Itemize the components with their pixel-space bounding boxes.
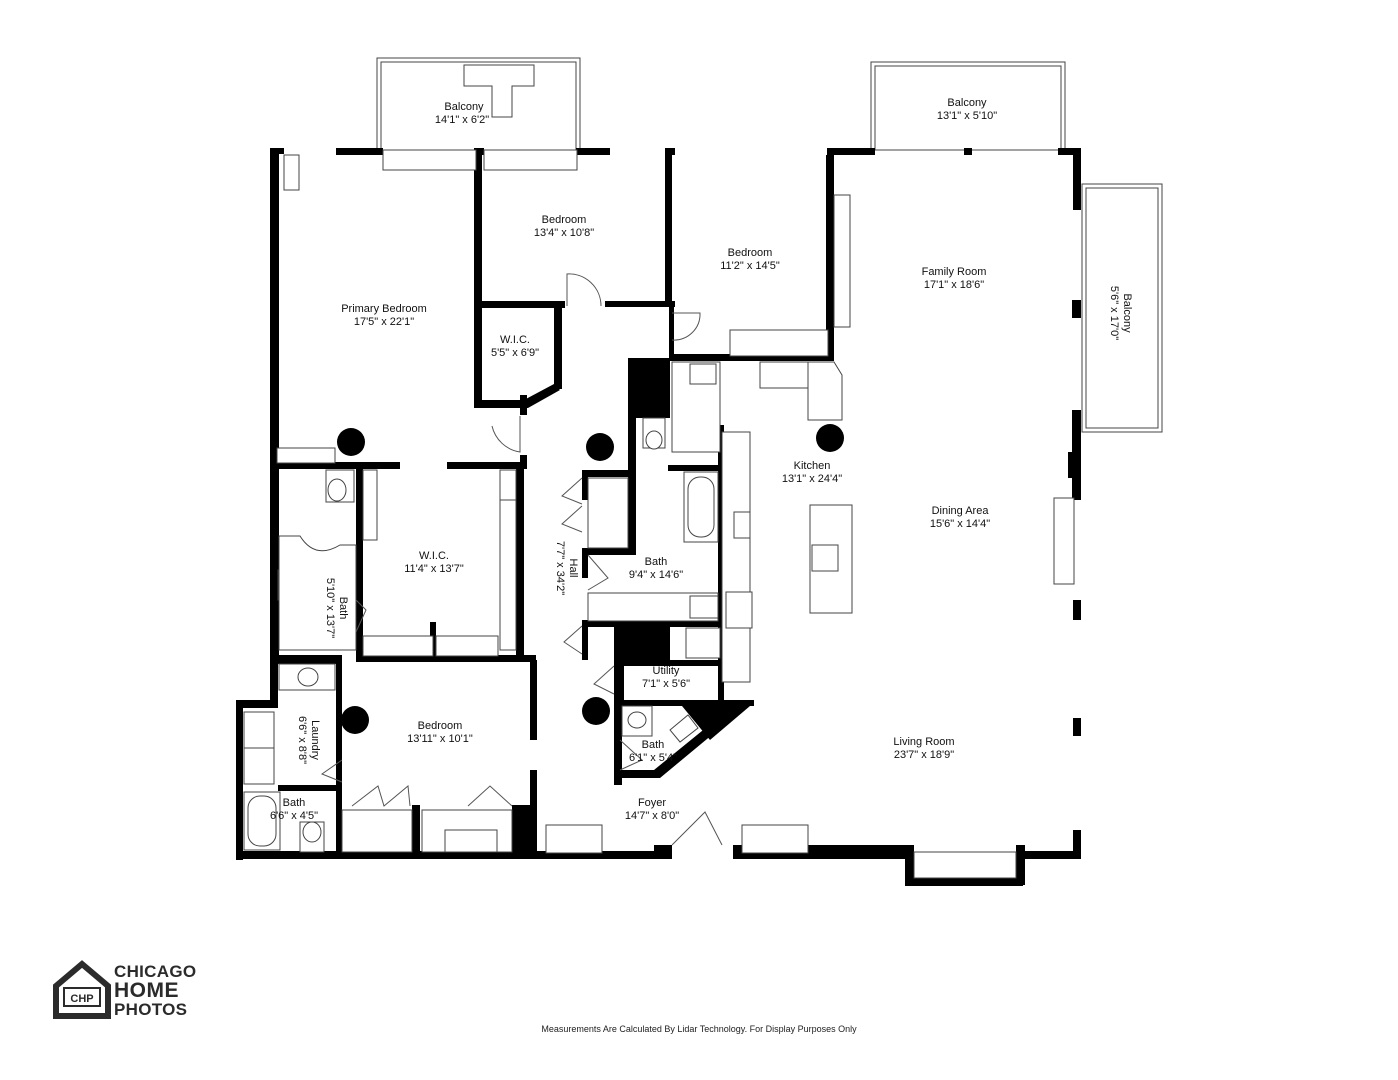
bath-primary-dims: 5'10" x 13'7": [324, 578, 336, 638]
bath-small-dims: 6'1" x 5'4": [629, 752, 677, 764]
marker-dot: [582, 697, 610, 725]
bath-center-name: Bath: [645, 556, 668, 568]
room-labels: Balcony 14'1" x 6'2" Balcony 13'1" x 5'1…: [270, 97, 1133, 822]
balcony-left-dims: 14'1" x 6'2": [435, 114, 489, 126]
kitchen-name: Kitchen: [794, 460, 831, 472]
foyer-name: Foyer: [638, 797, 666, 809]
wic-large-name: W.I.C.: [419, 550, 449, 562]
balcony-right-name: Balcony: [1121, 293, 1133, 333]
logo-line-2: HOME: [114, 979, 179, 1002]
primary-bedroom-name: Primary Bedroom: [341, 303, 427, 315]
logo-mark: CHP: [70, 993, 93, 1005]
living-room-name: Living Room: [893, 736, 954, 748]
balcony-center-dims: 13'1" x 5'10": [937, 110, 997, 122]
house-logo-icon: CHP: [53, 960, 111, 1019]
chicago-home-photos-logo: CHP CHICAGO HOME PHOTOS: [52, 960, 202, 1020]
marker-dot: [337, 428, 365, 456]
wic-large-dims: 11'4" x 13'7": [404, 563, 464, 575]
bedroom-south-name: Bedroom: [418, 720, 463, 732]
logo-line-3: PHOTOS: [114, 1000, 188, 1019]
balcony-right-dims: 5'6" x 17'0": [1108, 286, 1120, 340]
bath-laundry-dims: 6'6" x 4'5": [270, 810, 318, 822]
foyer-dims: 14'7" x 8'0": [625, 810, 679, 822]
marker-dot: [586, 433, 614, 461]
door-swings: [320, 273, 723, 846]
bedroom-north-dims: 13'4" x 10'8": [534, 227, 594, 239]
family-room-dims: 17'1" x 18'6": [924, 279, 984, 291]
balcony-right-outline: [1081, 183, 1163, 433]
kitchen-dims: 13'1" x 24'4": [782, 473, 842, 485]
bedroom-north-name: Bedroom: [542, 214, 587, 226]
bath-primary-name: Bath: [337, 597, 349, 620]
bedroom-east-name: Bedroom: [728, 247, 773, 259]
marker-dot: [341, 706, 369, 734]
utility-dims: 7'1" x 5'6": [642, 678, 690, 690]
bath-laundry-name: Bath: [283, 797, 306, 809]
dining-area-dims: 15'6" x 14'4": [930, 518, 990, 530]
family-room-name: Family Room: [922, 266, 987, 278]
utility-name: Utility: [653, 665, 680, 677]
living-room-dims: 23'7" x 18'9": [894, 749, 954, 761]
primary-bedroom-dims: 17'5" x 22'1": [354, 316, 414, 328]
dining-area-name: Dining Area: [932, 505, 990, 517]
laundry-dims: 6'6" x 8'8": [296, 716, 308, 764]
bedroom-south-dims: 13'11" x 10'1": [407, 733, 473, 745]
fixtures: [243, 149, 1075, 879]
balcony-left-name: Balcony: [444, 101, 484, 113]
bath-small-name: Bath: [642, 739, 665, 751]
balcony-center-name: Balcony: [947, 97, 987, 109]
bedroom-east-dims: 11'2" x 14'5": [720, 260, 780, 272]
disclaimer-text: Measurements Are Calculated By Lidar Tec…: [541, 1024, 857, 1034]
wic-small-dims: 5'5" x 6'9": [491, 347, 539, 359]
scan-markers: [337, 424, 844, 734]
hall-dims: 7'7" x 34'2": [554, 541, 566, 595]
bath-center-dims: 9'4" x 14'6": [629, 569, 683, 581]
logo-line-1: CHICAGO: [114, 962, 197, 981]
wic-small-name: W.I.C.: [500, 334, 530, 346]
marker-dot: [816, 424, 844, 452]
hall-name: Hall: [567, 559, 579, 578]
laundry-name: Laundry: [309, 720, 321, 760]
interior-walls: [270, 148, 834, 855]
